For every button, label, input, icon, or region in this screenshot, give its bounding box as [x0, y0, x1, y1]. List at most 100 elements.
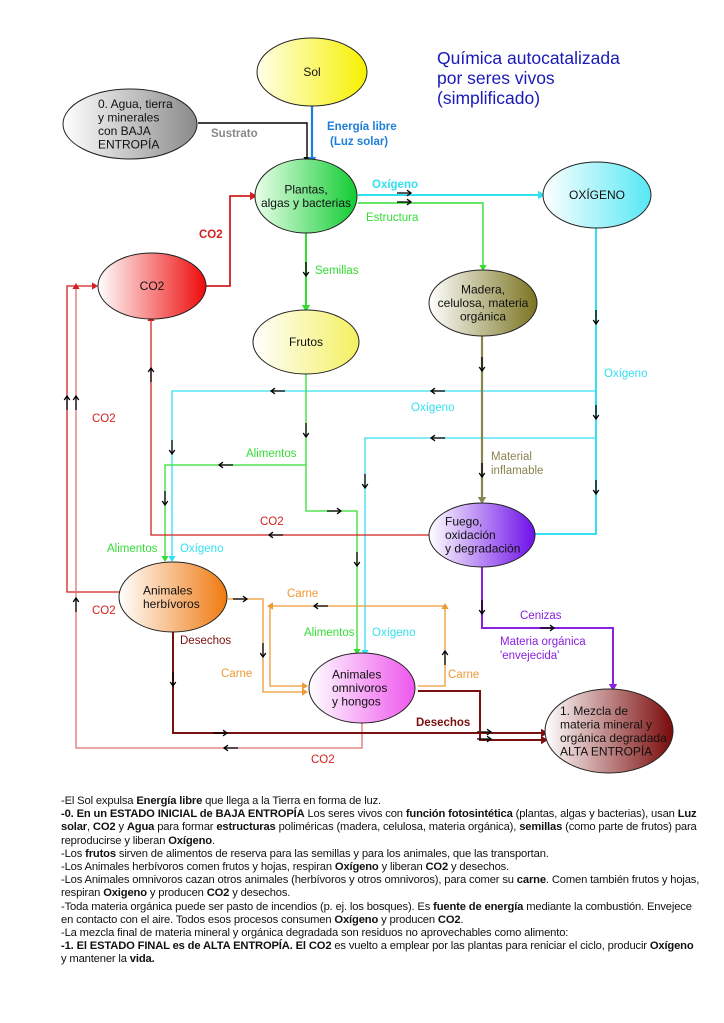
node-shape	[428, 269, 538, 337]
note-emphasis: fuente de energía	[433, 900, 524, 913]
edge-label-material-2: inflamable	[491, 465, 543, 477]
note-text: y desechos.	[448, 861, 510, 874]
direction-arrow-head	[592, 489, 600, 496]
note-paragraph: -Los Animales omnivoros cazan otros anim…	[61, 874, 701, 900]
direction-arrow-head	[406, 198, 413, 206]
note-paragraph: -Toda materia orgánica puede ser pasto d…	[61, 901, 701, 927]
edge-label-oxigeno-top: Oxígeno	[372, 179, 418, 191]
edge-label-carne-left: Carne	[221, 668, 252, 680]
direction-arrow-head	[549, 624, 556, 632]
edge-oxigeno-omni	[364, 437, 596, 652]
node-shape	[542, 161, 652, 229]
direction-arrow-head	[222, 744, 229, 752]
node-label: Frutos	[289, 335, 323, 349]
edge-co2-omni	[75, 286, 363, 749]
direction-arrow-head	[302, 432, 310, 439]
node-label: Fuego,	[445, 515, 482, 529]
edge-label-alimentos-mid: Alimentos	[246, 448, 297, 460]
note-text: y liberan	[378, 861, 426, 874]
arrow-carne-left	[267, 602, 273, 610]
node-shape	[254, 158, 358, 234]
edge-label-desechos-bottom: Desechos	[416, 717, 470, 729]
direction-arrow-head	[353, 561, 361, 568]
note-text: y producen	[378, 913, 438, 926]
edge-label-sustrato: Sustrato	[211, 128, 258, 140]
edge-label-estructura: Estructura	[366, 212, 419, 224]
note-emphasis: semillas	[519, 821, 563, 834]
direction-arrow-head	[302, 271, 310, 278]
node-label: herbívoros	[143, 597, 200, 611]
node-sol: Sol	[256, 37, 368, 107]
arrow-desechos-herb	[541, 728, 548, 738]
node-label: celulosa, materia	[438, 296, 529, 310]
note-emphasis: Oxígeno	[168, 834, 212, 847]
node-label: ENTROPÍA	[98, 136, 159, 151]
edge-label-materia-env-1: Materia orgánica	[500, 636, 586, 648]
direction-arrow-head	[361, 483, 369, 490]
diagram-title: Química autocatalizada por seres vivos (…	[437, 48, 620, 108]
direction-arrow-head	[486, 735, 493, 743]
node-shape	[97, 252, 207, 320]
arrow-co2-plantas	[250, 191, 257, 201]
explanation-notes: -El Sol expulsa Energía libre que llega …	[61, 795, 701, 967]
edge-label-energia-1: Energía libre	[327, 121, 397, 133]
node-label: orgánica degradada	[560, 731, 667, 745]
node-label: con BAJA	[98, 124, 151, 138]
edge-estructura	[358, 202, 484, 268]
note-text: -Los Animales omnivoros cazan otros anim…	[61, 874, 517, 887]
arrow-carne-loop	[302, 682, 308, 690]
arrow-alimentos-herb	[161, 556, 169, 562]
direction-arrow-head	[592, 414, 600, 421]
edge-alimentos-herb	[164, 464, 306, 558]
node-shape	[544, 688, 674, 774]
note-emphasis: -1. El ESTADO FINAL es de ALTA ENTROPÍA.…	[61, 940, 332, 953]
direction-arrow-head	[478, 472, 486, 479]
note-text: que llega a la Tierra en forma de luz.	[202, 795, 382, 807]
node-shape	[252, 309, 360, 375]
edge-carne-loop	[269, 605, 446, 687]
edge-label-co2-bottom: CO2	[311, 754, 335, 766]
note-text: y mantener la	[61, 953, 130, 966]
note-text: Los seres vivos con	[304, 808, 406, 821]
direction-arrow-head	[259, 652, 267, 659]
node-label: Sol	[303, 65, 320, 79]
title-line: (simplificado)	[437, 88, 541, 108]
direction-arrow-head	[429, 434, 436, 442]
node-oxigeno: OXÍGENO	[542, 161, 652, 229]
note-text: mediante la combustión. Envejece en cont…	[61, 900, 692, 926]
arrow-alimentos-omni	[353, 649, 361, 655]
node-label: y minerales	[98, 110, 159, 124]
note-emphasis: Agua	[126, 821, 155, 834]
note-emphasis: frutos	[85, 847, 116, 860]
direction-arrow-head	[217, 461, 224, 469]
title-line: Química autocatalizada	[437, 48, 620, 68]
note-text: -Toda materia orgánica puede ser pasto d…	[61, 900, 434, 913]
note-emphasis: Oxígeno	[334, 913, 379, 926]
note-paragraph: -1. El ESTADO FINAL es de ALTA ENTROPÍA.…	[61, 940, 701, 966]
note-text: -La mezcla final de materia mineral y or…	[61, 927, 569, 940]
node-label: 0. Agua, tierra	[98, 97, 173, 111]
note-text: (como parte de frutos) para reproducirse…	[61, 821, 697, 847]
node-label: 1. Mezcla de	[560, 704, 628, 718]
note-text: sirven de alimentos de reserva para las …	[115, 847, 549, 860]
direction-arrow-head	[222, 729, 229, 737]
note-emphasis: Luz solar	[61, 808, 697, 834]
arrow-co2-herb	[92, 282, 98, 290]
note-emphasis: CO2	[437, 913, 461, 926]
node-label: oxidación	[445, 528, 496, 542]
direction-arrow-head	[478, 366, 486, 373]
arrow-semillas	[301, 305, 311, 312]
arrow-desechos-omni	[541, 735, 548, 745]
note-text: poliméricas (madera, celulosa, materia o…	[275, 821, 520, 834]
note-text: y	[115, 821, 127, 834]
direction-arrow-head	[269, 387, 276, 395]
direction-arrow-head	[242, 595, 249, 603]
edge-label-co2-to-plants: CO2	[199, 229, 223, 241]
